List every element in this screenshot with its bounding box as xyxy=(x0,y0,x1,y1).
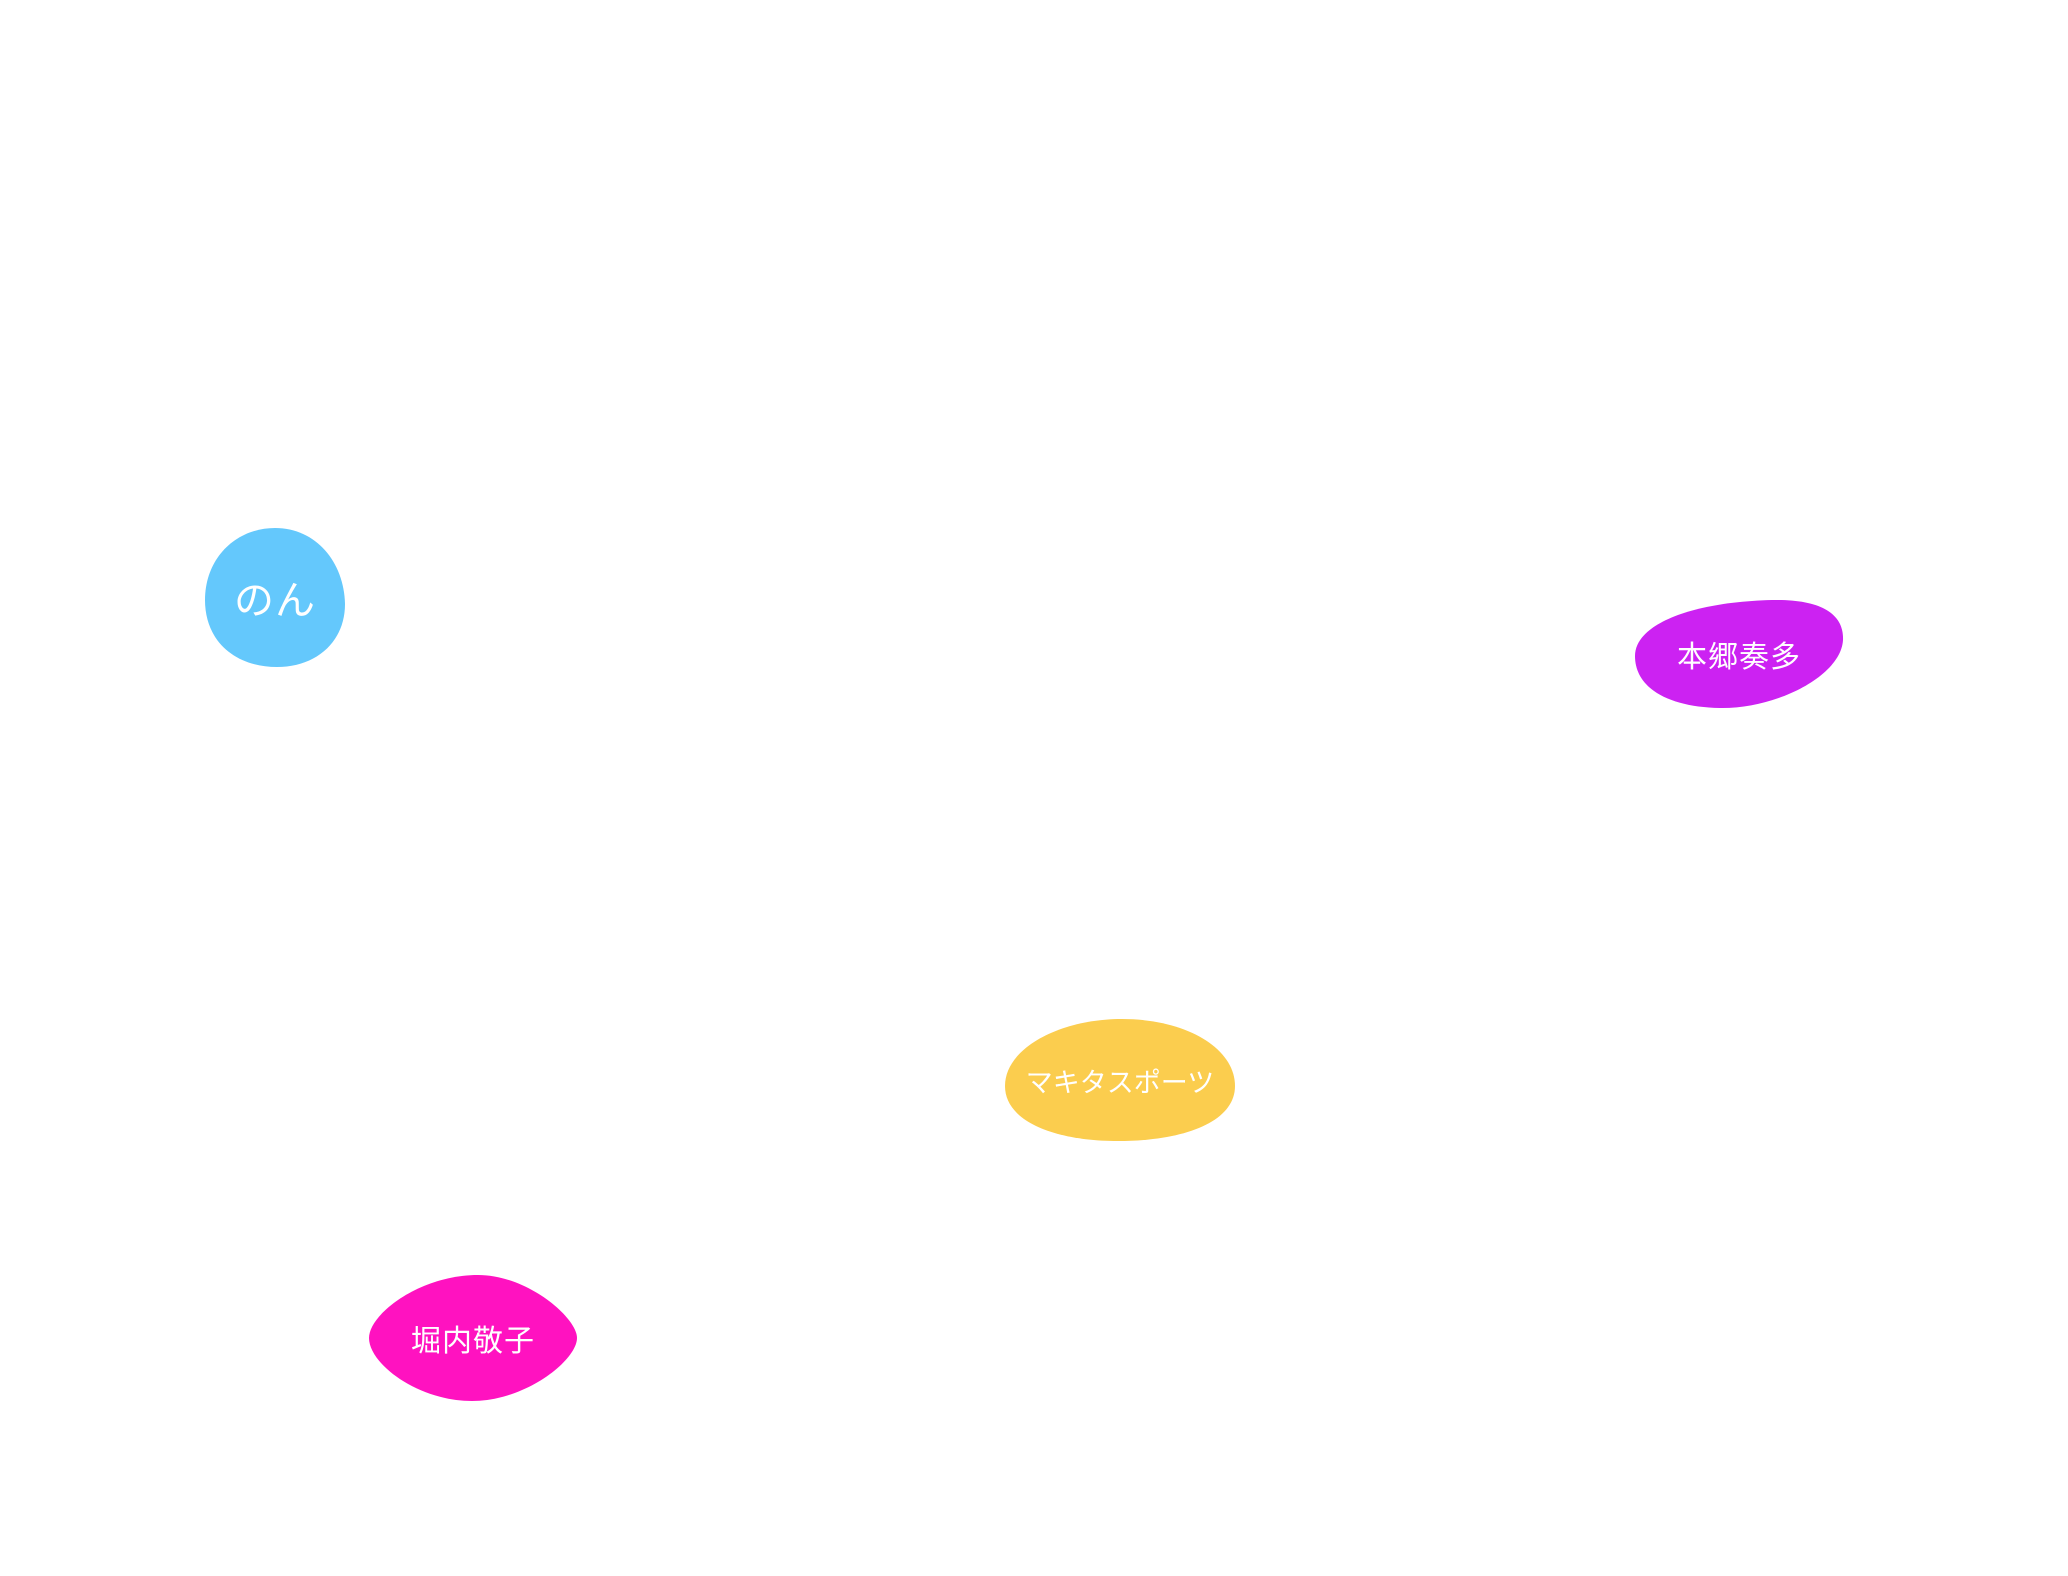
bubble-non-shape xyxy=(205,528,345,667)
bubble-horiuchi-keiko[interactable]: 堀内敬子 xyxy=(368,1274,578,1402)
bubble-non[interactable]: のん xyxy=(204,526,346,668)
bubble-horiuchi-keiko-label: 堀内敬子 xyxy=(411,1324,535,1359)
bubble-horiuchi-keiko-fill xyxy=(369,1275,577,1401)
bubble-makita-sports[interactable]: マキタスポーツ xyxy=(1004,1018,1236,1142)
bubble-makita-sports-label: マキタスポーツ xyxy=(1025,1067,1215,1099)
bubble-hongo-kanata-label: 本郷奏多 xyxy=(1677,640,1801,675)
bubble-non-fill xyxy=(205,528,345,667)
bubble-horiuchi-keiko-shape xyxy=(369,1275,577,1401)
bubble-makita-sports-fill xyxy=(1005,1019,1235,1141)
bubble-hongo-kanata-fill xyxy=(1635,599,1844,709)
bubble-non-label: のん xyxy=(234,578,316,624)
bubble-makita-sports-shape xyxy=(1005,1019,1235,1141)
bubble-hongo-kanata-shape xyxy=(1635,599,1844,709)
bubble-hongo-kanata[interactable]: 本郷奏多 xyxy=(1634,598,1844,710)
